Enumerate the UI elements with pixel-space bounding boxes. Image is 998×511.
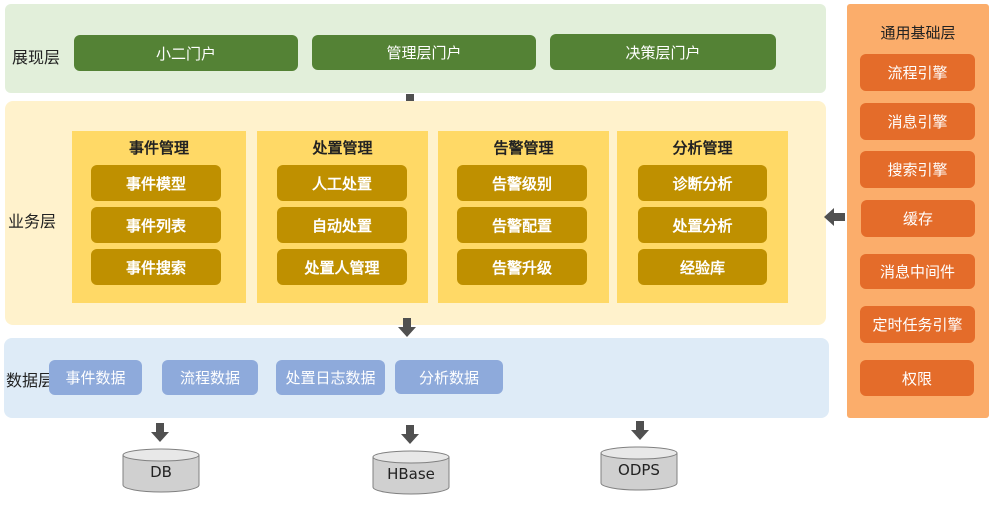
storage-label: ODPS [618, 461, 660, 479]
storage-db: DB [122, 447, 200, 493]
module-button[interactable]: 人工处置 [277, 165, 407, 201]
arrow-down-icon [151, 423, 169, 442]
module-button[interactable]: 自动处置 [277, 207, 407, 243]
database-icon [600, 446, 678, 491]
foundation-layer-label: 通用基础层 [880, 24, 956, 42]
foundation-button[interactable]: 定时任务引擎 [860, 306, 975, 343]
presentation-layer-label: 展现层 [12, 48, 61, 67]
module-button[interactable]: 事件模型 [91, 165, 221, 201]
arrow-left-icon [824, 208, 845, 226]
business-group: 告警管理 告警级别 告警配置 告警升级 [438, 131, 609, 303]
module-button[interactable]: 经验库 [638, 249, 767, 285]
group-title: 分析管理 [672, 139, 733, 157]
group-title: 处置管理 [312, 139, 373, 157]
portal-button[interactable]: 小二门户 [74, 35, 298, 71]
business-layer-label: 业务层 [8, 212, 57, 231]
module-button[interactable]: 处置分析 [638, 207, 767, 243]
arrow-down-icon [401, 425, 419, 444]
foundation-button[interactable]: 流程引擎 [860, 54, 975, 91]
group-title: 告警管理 [493, 139, 554, 157]
business-layer: 业务层 事件管理 事件模型 事件列表 事件搜索 处置管理 人工处置 自动处置 处… [5, 101, 826, 325]
presentation-layer: 展现层 小二门户 管理层门户 决策层门户 [5, 4, 826, 93]
module-button[interactable]: 告警配置 [457, 207, 587, 243]
business-group: 处置管理 人工处置 自动处置 处置人管理 [257, 131, 428, 303]
module-button[interactable]: 告警级别 [457, 165, 587, 201]
portal-button[interactable]: 管理层门户 [312, 35, 536, 70]
storage-label: HBase [387, 465, 435, 483]
foundation-button[interactable]: 缓存 [861, 200, 975, 237]
foundation-button[interactable]: 消息中间件 [860, 254, 975, 289]
module-button[interactable]: 诊断分析 [638, 165, 767, 201]
business-group: 事件管理 事件模型 事件列表 事件搜索 [72, 131, 246, 303]
foundation-button[interactable]: 搜索引擎 [860, 151, 975, 188]
data-button[interactable]: 处置日志数据 [276, 360, 385, 395]
storage-odps: ODPS [600, 445, 678, 491]
arrow-down-icon [631, 421, 649, 440]
foundation-layer: 通用基础层 流程引擎 消息引擎 搜索引擎 缓存 消息中间件 定时任务引擎 权限 [847, 4, 989, 418]
foundation-button[interactable]: 权限 [860, 360, 974, 396]
database-icon [122, 448, 200, 493]
storage-label: DB [150, 463, 172, 481]
portal-button[interactable]: 决策层门户 [550, 34, 776, 70]
storage-hbase: HBase [372, 449, 450, 495]
module-button[interactable]: 告警升级 [457, 249, 587, 285]
data-button[interactable]: 流程数据 [162, 360, 258, 395]
module-button[interactable]: 处置人管理 [277, 249, 407, 285]
database-icon [372, 450, 450, 495]
data-button[interactable]: 分析数据 [395, 360, 503, 394]
arrow-down-icon [398, 318, 416, 337]
module-button[interactable]: 事件列表 [91, 207, 221, 243]
foundation-button[interactable]: 消息引擎 [860, 103, 975, 140]
module-button[interactable]: 事件搜索 [91, 249, 221, 285]
business-group: 分析管理 诊断分析 处置分析 经验库 [617, 131, 788, 303]
data-button[interactable]: 事件数据 [49, 360, 142, 395]
data-layer: 数据层 事件数据 流程数据 处置日志数据 分析数据 [4, 338, 829, 418]
data-layer-label: 数据层 [6, 371, 55, 390]
group-title: 事件管理 [128, 139, 189, 157]
